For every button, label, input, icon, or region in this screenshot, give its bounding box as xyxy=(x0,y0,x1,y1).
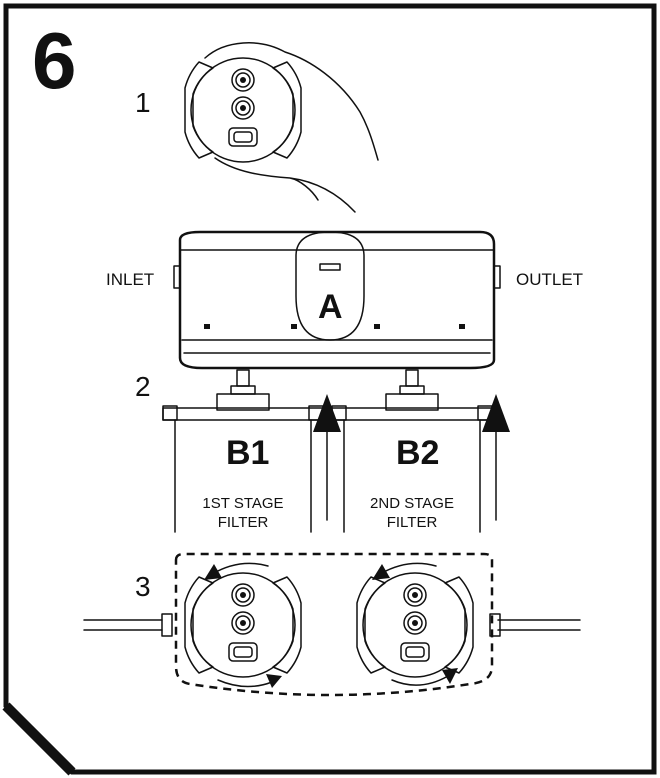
housing-label: A xyxy=(318,288,343,326)
filter-b1-line1: 1ST STAGE xyxy=(202,495,283,512)
frame-corner xyxy=(2,702,76,776)
filter-b1-line2: FILTER xyxy=(218,514,269,531)
step-3-label: 3 xyxy=(135,571,151,602)
outlet-label: OUTLET xyxy=(516,270,583,289)
rotate-arrow-icon xyxy=(372,562,437,580)
rotate-arrow-icon xyxy=(391,668,458,686)
filter-b2-line2: FILTER xyxy=(387,514,438,531)
filter-face-right xyxy=(356,572,474,678)
hand-outline xyxy=(204,42,379,213)
outlet-pipe xyxy=(489,613,581,637)
filter-face-step1 xyxy=(184,57,302,163)
filter-b2-code: B2 xyxy=(396,434,439,472)
housing-a xyxy=(173,230,501,370)
filter-b2-line1: 2ND STAGE xyxy=(370,495,454,512)
filter-b1-code: B1 xyxy=(226,434,269,472)
inlet-label: INLET xyxy=(106,270,154,289)
figure-number: 6 xyxy=(32,16,77,105)
step-1-label: 1 xyxy=(135,87,151,118)
filter-face-left xyxy=(184,572,302,678)
rotate-arrow-icon xyxy=(217,674,282,688)
rotate-arrow-icon xyxy=(204,562,269,580)
up-arrow-icon xyxy=(313,394,341,521)
up-arrow-icon xyxy=(482,394,510,521)
frame-border xyxy=(3,3,657,775)
step-2-label: 2 xyxy=(135,371,151,402)
inlet-pipe xyxy=(83,613,173,637)
